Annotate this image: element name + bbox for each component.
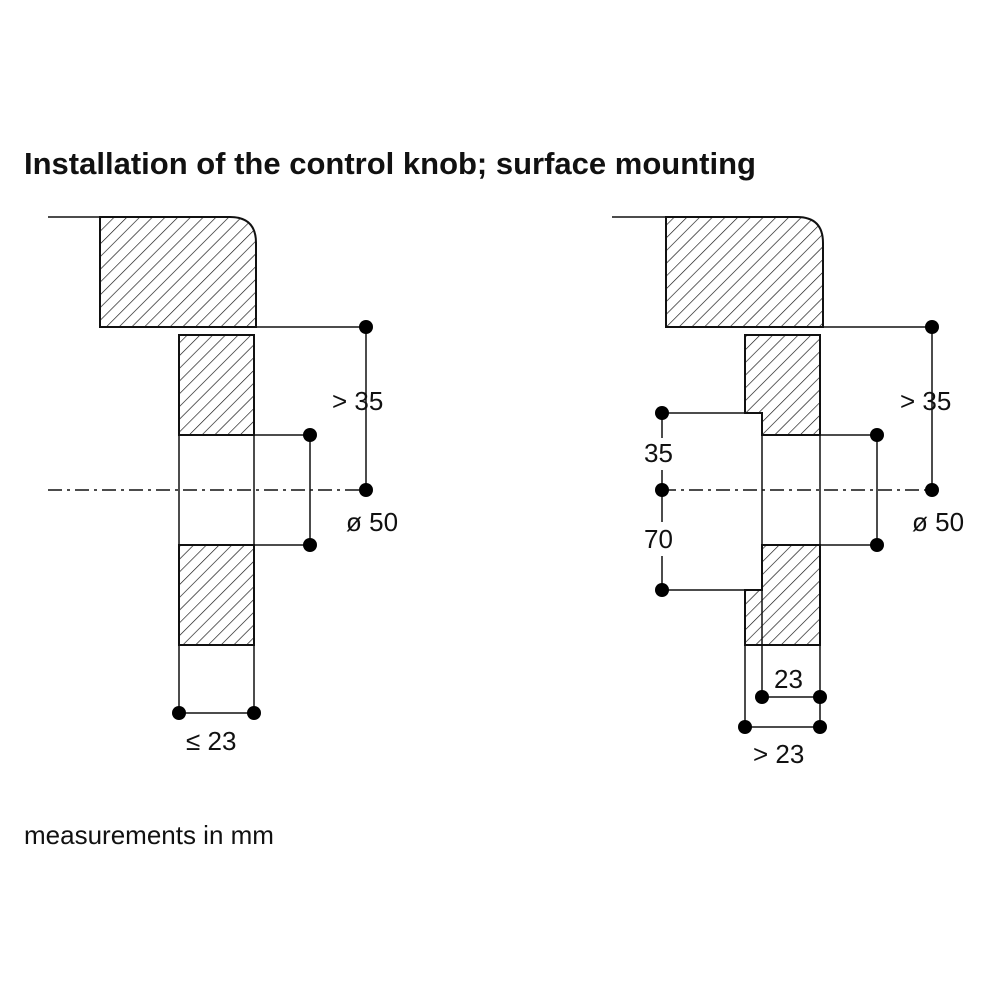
left-depth-label: ≤ 23 bbox=[186, 726, 236, 756]
right-diameter-label: ø 50 bbox=[912, 507, 964, 537]
left-worktop-section bbox=[99, 216, 257, 328]
measurement-units-note: measurements in mm bbox=[24, 820, 274, 850]
right-outer-depth-label: > 23 bbox=[753, 739, 804, 769]
right-inner-depth-label: 23 bbox=[774, 664, 803, 694]
right-panel-lower bbox=[744, 544, 821, 646]
right-recess-lower-label: 70 bbox=[644, 524, 673, 554]
left-clearance-label: > 35 bbox=[332, 386, 383, 416]
right-diagram: > 35 ø 50 35 70 23 > 23 bbox=[612, 216, 964, 769]
right-recess-upper-label: 35 bbox=[644, 438, 673, 468]
left-panel-upper bbox=[178, 334, 255, 436]
right-worktop-section bbox=[665, 216, 824, 328]
page-title: Installation of the control knob; surfac… bbox=[24, 146, 756, 181]
right-panel-upper bbox=[744, 334, 821, 436]
left-diagram: > 35 ø 50 ≤ 23 bbox=[48, 216, 398, 756]
left-panel-lower bbox=[178, 544, 255, 646]
left-diameter-label: ø 50 bbox=[346, 507, 398, 537]
right-clearance-label: > 35 bbox=[900, 386, 951, 416]
